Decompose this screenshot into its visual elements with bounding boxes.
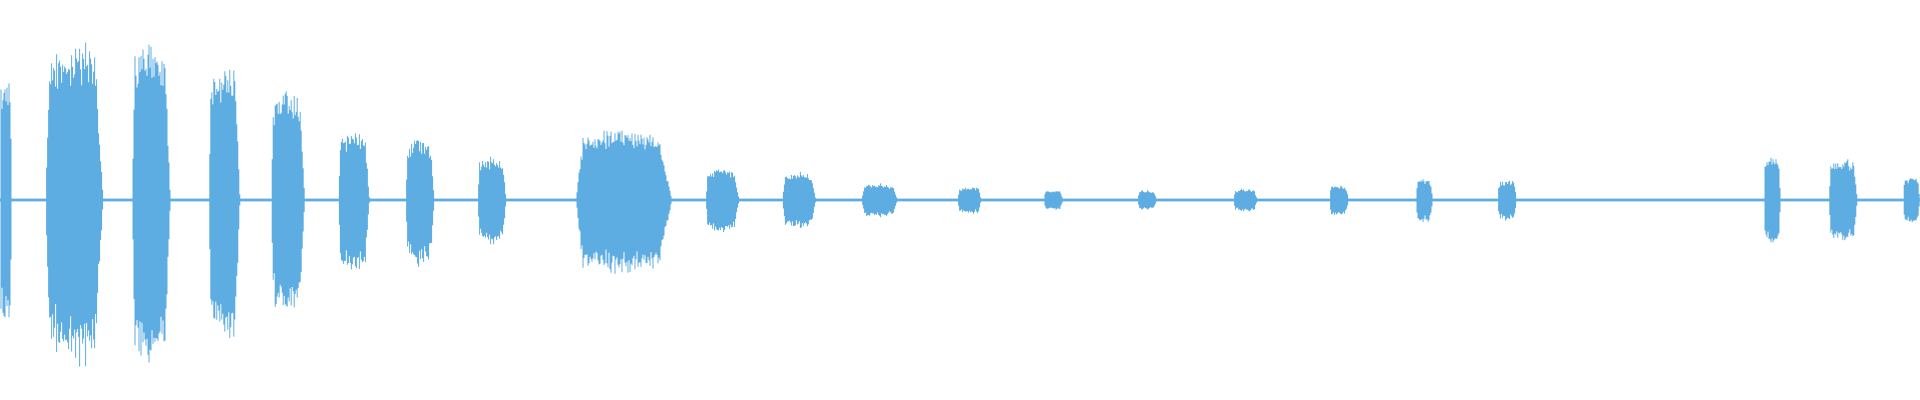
waveform-burst-15 xyxy=(1138,190,1158,210)
waveform-burst-13 xyxy=(958,187,982,214)
waveform-burst-3 xyxy=(132,44,171,363)
waveform-segment-path xyxy=(209,69,241,338)
waveform-burst-9 xyxy=(576,130,672,274)
waveform-segment-path xyxy=(338,133,370,270)
waveform-segment-path xyxy=(0,83,12,318)
waveform-segment-path xyxy=(1330,186,1350,216)
waveform-segment-path xyxy=(406,140,435,267)
waveform-burst-11 xyxy=(782,171,816,228)
waveform-segment-path xyxy=(1234,188,1258,212)
waveform-layer xyxy=(0,42,1920,367)
waveform-segment-path xyxy=(1829,159,1858,241)
waveform-burst-6 xyxy=(338,133,370,270)
waveform-segment-path xyxy=(576,130,672,274)
waveform-segment-path xyxy=(1903,178,1920,223)
waveform-burst-5 xyxy=(271,91,305,308)
waveform-segment-path xyxy=(1416,179,1433,223)
waveform-burst-4 xyxy=(209,69,241,338)
waveform-burst-20 xyxy=(1764,157,1781,243)
waveform-burst-18 xyxy=(1416,179,1433,223)
waveform-segment-path xyxy=(1498,180,1518,221)
waveform-segment-path xyxy=(1764,157,1781,243)
waveform-burst-19 xyxy=(1498,180,1518,221)
waveform-segment-path xyxy=(862,183,898,218)
waveform-segment-path xyxy=(1044,191,1064,210)
waveform-burst-14 xyxy=(1044,191,1064,210)
waveform-segment-path xyxy=(271,91,305,308)
waveform-burst-22 xyxy=(1903,178,1920,223)
waveform-burst-17 xyxy=(1330,186,1350,216)
waveform-burst-8 xyxy=(478,156,507,245)
waveform-burst-21 xyxy=(1829,159,1858,241)
waveform-burst-7 xyxy=(406,140,435,267)
waveform-segment-path xyxy=(478,156,507,245)
waveform-segment-path xyxy=(132,44,171,363)
waveform-burst-12 xyxy=(862,183,898,218)
waveform-segment-path xyxy=(782,171,816,228)
waveform-burst-1 xyxy=(0,83,12,318)
waveform-burst-10 xyxy=(706,169,740,233)
waveform-segment-path xyxy=(46,42,104,367)
waveform-burst-2 xyxy=(46,42,104,367)
waveform-segment-path xyxy=(706,169,740,233)
waveform-segment-path xyxy=(958,187,982,214)
waveform-burst-16 xyxy=(1234,188,1258,212)
waveform-segment-path xyxy=(1138,190,1158,210)
